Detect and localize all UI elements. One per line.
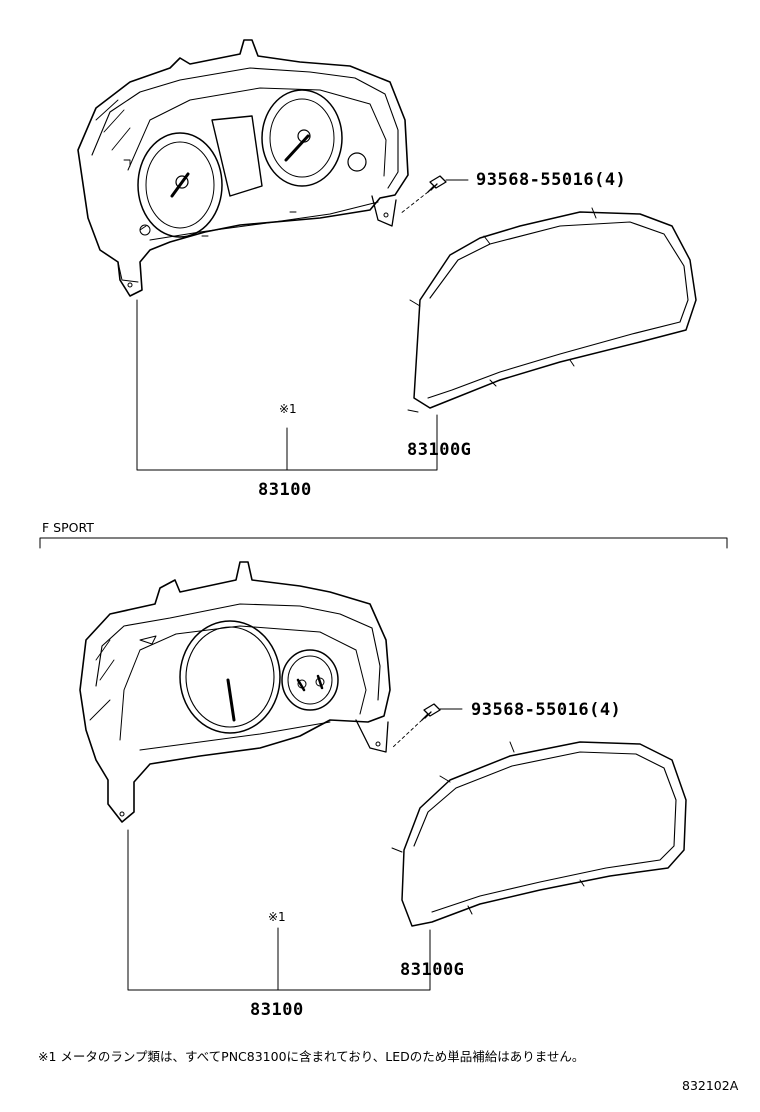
lower-meter-lens: [391, 741, 687, 927]
upper-meter-lens: [407, 207, 697, 413]
section-label: F SPORT: [42, 520, 94, 535]
f-sport-bracket: [39, 537, 728, 549]
upper-leader-lines: [136, 299, 438, 471]
upper-screw-icon: [399, 175, 469, 215]
upper-lens-part-number[interactable]: 83100G: [407, 440, 472, 460]
upper-note-marker: ※1: [279, 402, 297, 416]
lower-combination-meter: [79, 561, 391, 823]
upper-screw-part-number[interactable]: 93568-55016(4): [476, 170, 627, 190]
upper-assembly-part-number[interactable]: 83100: [258, 480, 312, 500]
lower-lens-part-number[interactable]: 83100G: [400, 960, 465, 980]
footnote-text: ※1 メータのランプ類は、すべてPNC83100に含まれており、LEDのため単品…: [38, 1049, 585, 1064]
illustration-id: 832102A: [682, 1078, 739, 1093]
lower-screw-part-number[interactable]: 93568-55016(4): [471, 700, 622, 720]
lower-note-marker: ※1: [268, 910, 286, 924]
lower-screw-icon: [391, 703, 463, 749]
upper-combination-meter: [77, 39, 409, 297]
lower-assembly-part-number[interactable]: 83100: [250, 1000, 304, 1020]
lower-leader-lines: [127, 829, 431, 991]
